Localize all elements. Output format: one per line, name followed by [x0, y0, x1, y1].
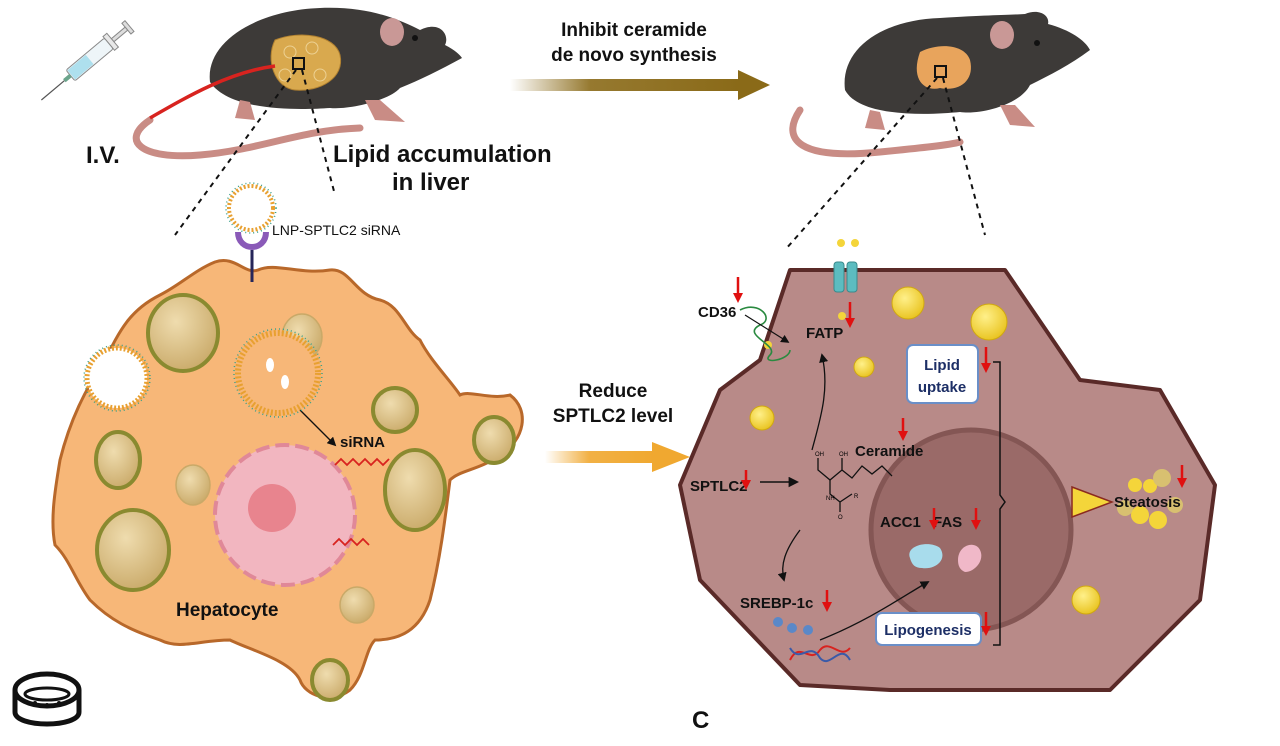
ceramide-label: Ceramide — [855, 443, 923, 460]
down-arrow-fatp — [845, 302, 855, 328]
ceramide-to-uptake-arrow — [811, 353, 829, 451]
down-arrow-sptlc2 — [741, 470, 751, 490]
mouse-untreated — [132, 7, 462, 160]
iv-route-label: I.V. — [86, 142, 120, 169]
ceramide-to-srebp-arrow — [777, 529, 801, 582]
bracket-connector — [993, 361, 1006, 646]
lnp-sptlc2-label: LNP-SPTLC2 siRNA — [272, 222, 401, 238]
down-arrows — [733, 277, 1187, 636]
srebp-label: SREBP-1c — [740, 595, 813, 612]
lipid-uptake-label-line1: Lipid — [924, 357, 960, 374]
inhibit-label-line1: Inhibit ceramide — [561, 20, 707, 41]
sirna-label: siRNA — [340, 434, 385, 451]
mouse-treated — [789, 11, 1090, 158]
acc1-label: ACC1 — [880, 514, 921, 531]
down-arrow-srebp — [822, 590, 832, 612]
chem-nh: NH — [826, 496, 835, 502]
liver-label-line1: Lipid accumulation — [333, 141, 552, 168]
ceramide-structure-icon — [817, 458, 893, 512]
steatosis-triangle-icon — [1071, 485, 1115, 519]
lnp-nanoparticle-icon — [225, 182, 277, 234]
petri-dish-icon — [12, 671, 82, 727]
zoom-guide-lines-left — [174, 69, 336, 236]
panel-letter: C — [692, 707, 709, 734]
lnp-nanoparticle-membrane-icon — [83, 344, 151, 412]
liver-label-line2: in liver — [392, 169, 469, 196]
down-arrow-lipid-uptake — [981, 347, 991, 373]
chem-oh2: OH — [839, 452, 848, 458]
down-arrow-acc1 — [929, 508, 939, 530]
down-arrow-fas — [971, 508, 981, 530]
lipogenesis-box — [875, 612, 982, 646]
dna-srebp-icon — [773, 617, 851, 663]
acc1-protein-icon — [909, 544, 943, 569]
reduce-arrow — [545, 442, 690, 472]
fas-label: FAS — [933, 514, 962, 531]
fatp-channel-icon — [833, 261, 858, 293]
chem-r: R — [854, 494, 859, 500]
down-arrow-ceramide — [898, 418, 908, 441]
hepatocyte-label: Hepatocyte — [176, 600, 278, 621]
fatp-label: FATP — [806, 325, 843, 342]
cd36-label: CD36 — [698, 304, 736, 321]
inhibit-label-line2: de novo synthesis — [551, 45, 717, 66]
reduce-label-line1: Reduce — [579, 381, 648, 402]
inhibit-arrow — [510, 70, 770, 100]
steatosis-droplet-cluster — [1117, 469, 1183, 529]
lipogenesis-label: Lipogenesis — [884, 622, 972, 639]
chem-oh1: OH — [815, 452, 824, 458]
steatosis-label: Steatosis — [1114, 494, 1181, 511]
syringe-icon — [40, 20, 135, 101]
nucleus-untreated — [213, 443, 357, 587]
down-arrow-cd36 — [733, 277, 743, 303]
reduce-label-line2: SPTLC2 level — [553, 406, 673, 427]
sptlc2-label: SPTLC2 — [690, 478, 748, 495]
lipid-uptake-box — [906, 344, 979, 404]
chem-o: O — [838, 515, 843, 521]
srebp-to-nucleus-arrow — [819, 581, 930, 641]
down-arrow-lipogenesis — [981, 612, 991, 636]
lipid-droplets-untreated — [94, 293, 516, 702]
lipid-uptake-label-line2: uptake — [918, 379, 966, 396]
sirna-strand-icon — [299, 409, 390, 547]
lipid-droplets-treated — [749, 239, 1101, 615]
down-arrow-steatosis — [1177, 465, 1187, 488]
cd36-transporter-icon — [739, 306, 791, 362]
lnp-nanoparticle-internal-icon — [233, 328, 323, 418]
zoom-guide-lines-right — [784, 77, 986, 251]
fas-protein-icon — [958, 544, 982, 572]
receptor-icon — [235, 231, 269, 282]
